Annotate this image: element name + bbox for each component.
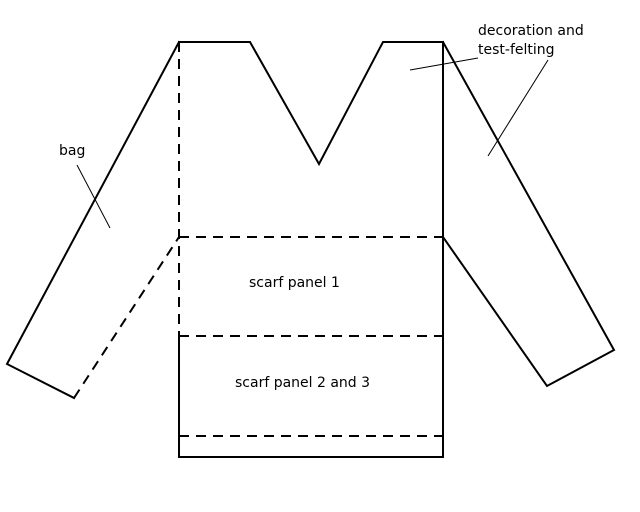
bag-leader-line [76,164,111,229]
decoration-leader-line-2 [487,59,549,157]
left-sleeve-outline [5,40,181,400]
bag-label: bag [59,143,85,159]
right-sleeve-outline [441,40,616,388]
left-sleeve-dashed-cut [73,236,180,399]
decoration-label-line2: test-felting [478,42,555,58]
decoration-leader-line [409,57,479,71]
body-top-edge-with-v-neck [178,41,444,167]
decoration-label-line1: decoration and [478,23,584,39]
body-lower-outline [178,41,444,458]
scarf-panel-2-3-label: scarf panel 2 and 3 [235,375,370,391]
scarf-panel-1-label: scarf panel 1 [249,275,340,291]
